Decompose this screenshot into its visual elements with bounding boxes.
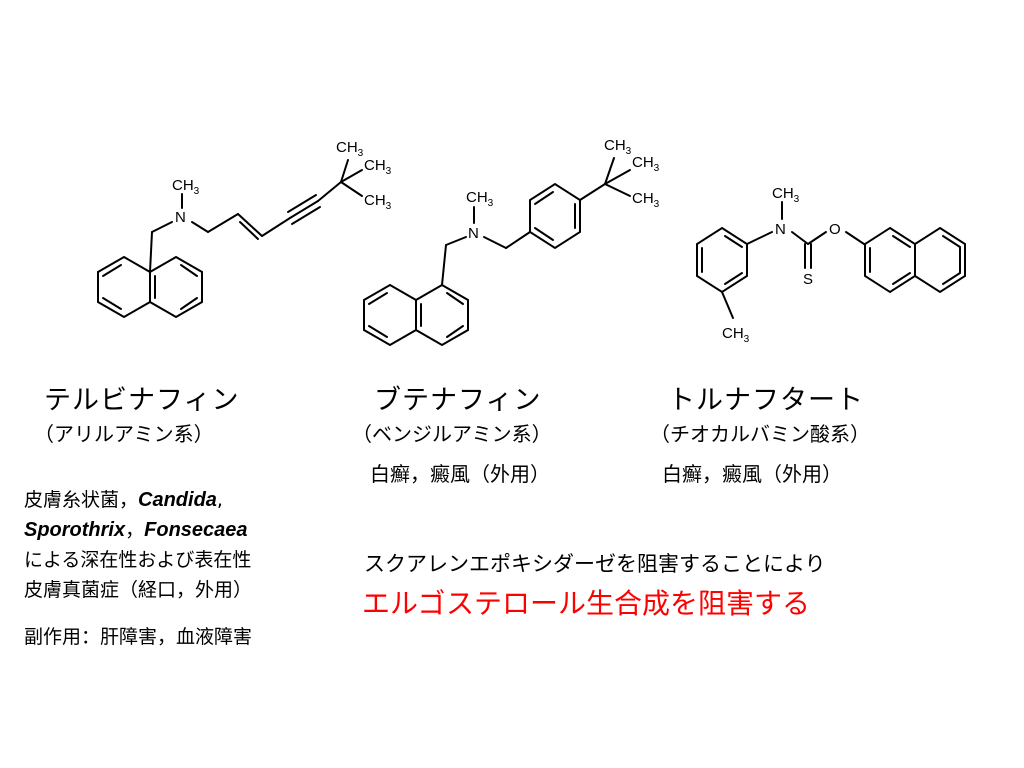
tolnaftate-structure	[696, 201, 966, 319]
terbinafine-structure	[97, 159, 363, 319]
terbinafine-name: テルビナフィン	[44, 385, 240, 416]
toln-n-methyl-label: CH3	[772, 185, 800, 205]
bute-n-methyl-label: CH3	[466, 189, 494, 209]
mechanism-line-1: スクアレンエポキシダーゼを阻害することにより	[364, 552, 826, 576]
bute-methyl-label-3: CH3	[632, 190, 660, 210]
bute-methyl-label-1: CH3	[604, 137, 632, 157]
toln-o-label: O	[829, 221, 841, 238]
terbinafine-indications: 皮膚糸状菌，Candida, Sporothrix，Fonsecaea による深…	[24, 485, 252, 605]
terbinafine-class: （アリルアミン系）	[34, 422, 214, 446]
butenafine-use: 白癬，癜風（外用）	[370, 462, 550, 486]
terb-methyl-label-3: CH3	[364, 192, 392, 212]
toln-n-label: N	[775, 221, 786, 238]
indication-line-3: による深在性および表在性	[24, 549, 252, 571]
indication-line-2: Sporothrix，Fonsecaea	[24, 519, 248, 541]
bute-n-label: N	[468, 225, 479, 242]
tolnaftate-name: トルナフタート	[668, 385, 864, 416]
toln-ring-methyl-label: CH3	[722, 325, 750, 345]
tolnaftate-class: （チオカルバミン酸系）	[650, 422, 870, 446]
toln-s-label: S	[803, 271, 813, 288]
terb-n-label: N	[175, 209, 186, 226]
tolnaftate-use: 白癬，癜風（外用）	[662, 462, 842, 486]
butenafine-class: （ベンジルアミン系）	[352, 422, 552, 446]
indication-line-4: 皮膚真菌症（経口，外用）	[24, 579, 253, 601]
bute-methyl-label-2: CH3	[632, 154, 660, 174]
butenafine-structure	[363, 157, 631, 347]
butenafine-name: ブテナフィン	[374, 385, 542, 416]
terbinafine-side-effects: 副作用：肝障害，血液障害	[24, 626, 253, 648]
terb-methyl-label-2: CH3	[364, 157, 392, 177]
terb-methyl-label-1: CH3	[336, 139, 364, 159]
mechanism-line-2: エルゴステロール生合成を阻害する	[362, 587, 811, 620]
terb-n-methyl-label: CH3	[172, 177, 200, 197]
indication-line-1: 皮膚糸状菌，Candida,	[24, 489, 223, 511]
